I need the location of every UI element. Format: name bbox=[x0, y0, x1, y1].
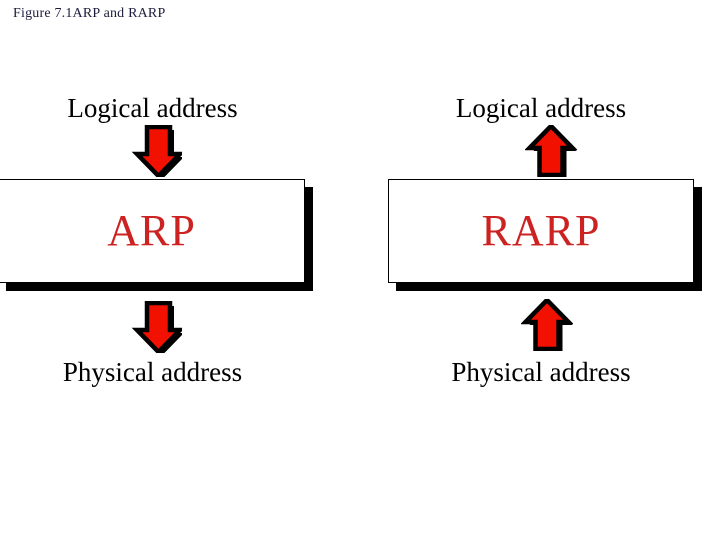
left-top-arrow-down-icon bbox=[130, 125, 182, 177]
figure-title: Figure 7.1ARP and RARP bbox=[13, 6, 166, 21]
left-logical-address-label: Logical address bbox=[67, 93, 238, 123]
right-top-arrow-up-icon bbox=[525, 125, 577, 177]
right-physical-address-label: Physical address bbox=[451, 357, 631, 387]
right-bottom-arrow-up-icon bbox=[521, 299, 573, 351]
rarp-box-body: RARP bbox=[388, 179, 694, 283]
left-bottom-arrow-down-icon bbox=[130, 301, 182, 353]
rarp-box-label: RARP bbox=[481, 206, 601, 255]
arp-box: ARP bbox=[0, 179, 313, 291]
left-physical-address-label: Physical address bbox=[62, 357, 243, 387]
arp-box-label: ARP bbox=[107, 206, 196, 255]
right-logical-address-label: Logical address bbox=[455, 93, 627, 123]
arp-box-body: ARP bbox=[0, 179, 305, 283]
rarp-box: RARP bbox=[388, 179, 702, 291]
